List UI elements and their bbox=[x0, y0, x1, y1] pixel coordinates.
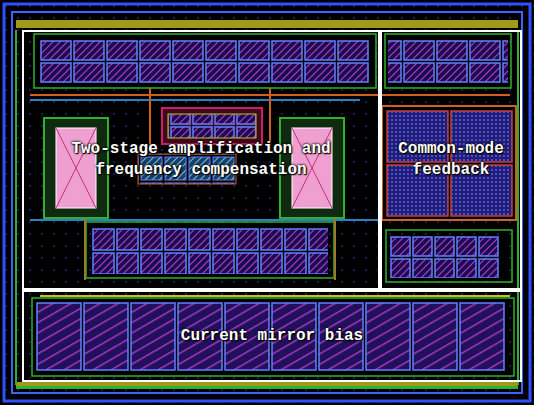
region-label: Two-stage amplification and frequency co… bbox=[28, 139, 374, 181]
region-label: Current mirror bias bbox=[181, 326, 363, 347]
region-label: Common-mode feedback bbox=[386, 139, 516, 181]
layout-region: Common-mode feedback bbox=[380, 30, 522, 290]
layout-region: Current mirror bias bbox=[22, 290, 522, 382]
layout-region: Two-stage amplification and frequency co… bbox=[22, 30, 380, 290]
